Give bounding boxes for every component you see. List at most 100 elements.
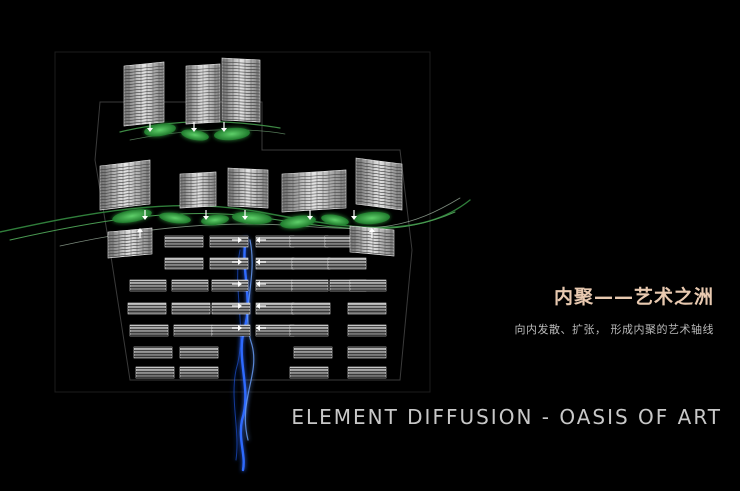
high-rise-tower — [179, 171, 217, 209]
low-rise-block — [255, 324, 295, 337]
tower-floor-line — [281, 206, 347, 212]
arrow-head — [142, 216, 148, 220]
green-leaf-space — [321, 214, 349, 226]
arrow-head — [256, 303, 260, 309]
block-windows — [292, 258, 330, 269]
block-windows — [130, 280, 166, 291]
white-arrow-icon — [351, 210, 357, 220]
tower-floor-line — [179, 184, 217, 188]
low-rise-block — [291, 279, 329, 292]
tower-floor-line — [221, 67, 261, 71]
white-arrow-icon — [307, 210, 313, 220]
block-windows — [350, 280, 386, 291]
low-rise-block — [255, 302, 295, 315]
tower-floor-line — [99, 169, 151, 177]
water-axis — [233, 236, 255, 472]
white-arrow-icon — [203, 210, 209, 220]
tower-floor-line — [123, 92, 165, 98]
tower-floor-line — [221, 76, 261, 80]
white-arrow-icon — [142, 210, 148, 220]
tower-floor-line — [179, 202, 217, 206]
green-leaf-space — [232, 211, 272, 225]
green-leaf-space — [201, 214, 229, 226]
tower-floor-line — [99, 184, 151, 192]
block-windows — [212, 280, 248, 291]
low-rise-block — [171, 302, 211, 315]
high-rise-tower — [227, 167, 269, 209]
block-windows — [348, 325, 386, 336]
tower-floor-line — [123, 116, 165, 122]
low-rise-block — [133, 346, 173, 359]
tower-floor-line — [227, 198, 269, 202]
white-arrow-icon — [256, 303, 266, 309]
high-rise-tower — [99, 159, 151, 211]
white-arrow-icon — [256, 259, 266, 265]
tower-floor-line — [227, 183, 269, 187]
tower-floor-line — [123, 65, 165, 71]
low-rise-block — [255, 279, 293, 292]
tower-floor-line — [221, 94, 261, 98]
block-windows — [294, 347, 332, 358]
block-windows — [292, 280, 328, 291]
tower-floor-line — [221, 112, 261, 116]
arrow-head — [256, 237, 260, 243]
block-windows — [130, 325, 168, 336]
tower-floor-line — [123, 98, 165, 104]
tower-floor-line — [227, 192, 269, 196]
low-rise-block — [211, 302, 251, 315]
tower-floor-line — [221, 109, 261, 113]
block-windows — [210, 236, 248, 247]
tower-floor-line — [221, 106, 261, 110]
tower-floor-line — [221, 91, 261, 95]
white-arrow-icon — [232, 281, 242, 287]
tower-floor-line — [99, 178, 151, 186]
block-windows — [165, 236, 203, 247]
low-rise-block — [289, 366, 329, 379]
arrow-head — [256, 281, 260, 287]
tower-floor-line — [123, 95, 165, 101]
arrow-head — [238, 303, 242, 309]
low-rise-block — [173, 324, 213, 337]
block-windows — [212, 303, 250, 314]
block-windows — [348, 347, 386, 358]
tower-floor-line — [107, 249, 153, 255]
tower-floor-line — [221, 64, 261, 68]
block-windows — [180, 347, 218, 358]
tower-floor-line — [123, 107, 165, 113]
tower-floor-line — [123, 101, 165, 107]
tower-floor-line — [349, 250, 395, 256]
tower-floor-line — [99, 172, 151, 180]
high-rise-tower — [107, 227, 153, 259]
arrow-head — [191, 128, 197, 132]
block-windows — [348, 367, 386, 378]
tower-floor-line — [123, 74, 165, 80]
low-rise-block — [349, 279, 387, 292]
tower-floor-line — [99, 181, 151, 189]
low-rise-block — [255, 257, 295, 270]
tower-floor-line — [221, 88, 261, 92]
tower-floor-line — [227, 180, 269, 184]
block-windows — [330, 280, 366, 291]
arrow-head — [242, 216, 248, 220]
tower-floor-line — [123, 113, 165, 119]
tower-floor-line — [349, 241, 395, 247]
tower-floor-line — [99, 175, 151, 183]
low-rise-block — [291, 302, 331, 315]
low-rise-block — [347, 346, 387, 359]
tower-floor-line — [179, 175, 217, 179]
green-leaf-space — [280, 215, 316, 229]
low-rise-block — [347, 366, 387, 379]
low-rise-block — [129, 279, 167, 292]
white-arrow-icon — [221, 122, 227, 132]
tower-floor-line — [123, 89, 165, 95]
tower-floor-line — [123, 86, 165, 92]
block-windows — [165, 258, 203, 269]
white-arrow-icon — [232, 325, 242, 331]
low-rise-block — [293, 346, 333, 359]
tower-floor-line — [227, 186, 269, 190]
low-rise-block — [347, 324, 387, 337]
tower-floor-line — [123, 83, 165, 89]
low-rise-block — [129, 324, 169, 337]
tower-floor-line — [281, 188, 347, 194]
